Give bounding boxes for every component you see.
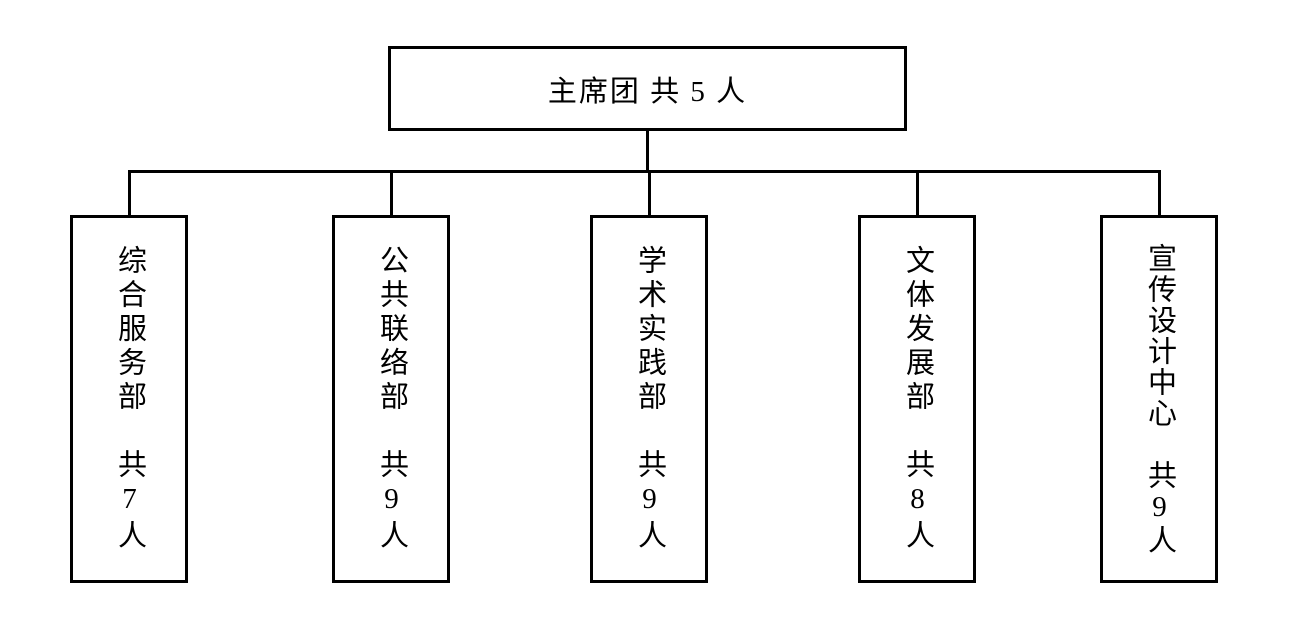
- connector-stub-line-5: [1158, 170, 1161, 217]
- connector-stub-line-2: [390, 170, 393, 217]
- department-node-label-5: 宣传设计中心 共9人: [1143, 242, 1176, 556]
- department-node-box-4: 文体发展部 共8人: [858, 215, 976, 583]
- connector-stub-line-3: [648, 170, 651, 217]
- root-node-box: 主席团 共 5 人: [388, 46, 907, 131]
- department-node-label-3: 学术实践部 共9人: [633, 244, 666, 554]
- department-node-label-1: 综合服务部 共7人: [113, 244, 146, 554]
- department-node-box-1: 综合服务部 共7人: [70, 215, 188, 583]
- connector-stub-line-1: [128, 170, 131, 217]
- department-node-box-5: 宣传设计中心 共9人: [1100, 215, 1218, 583]
- connector-horizontal-line: [128, 170, 1161, 173]
- connector-root-drop-line: [646, 128, 649, 173]
- department-node-label-2: 公共联络部 共9人: [375, 244, 408, 554]
- department-node-label-4: 文体发展部 共8人: [901, 244, 934, 554]
- connector-stub-line-4: [916, 170, 919, 217]
- root-node-label: 主席团 共 5 人: [547, 75, 748, 108]
- department-node-box-3: 学术实践部 共9人: [590, 215, 708, 583]
- department-node-box-2: 公共联络部 共9人: [332, 215, 450, 583]
